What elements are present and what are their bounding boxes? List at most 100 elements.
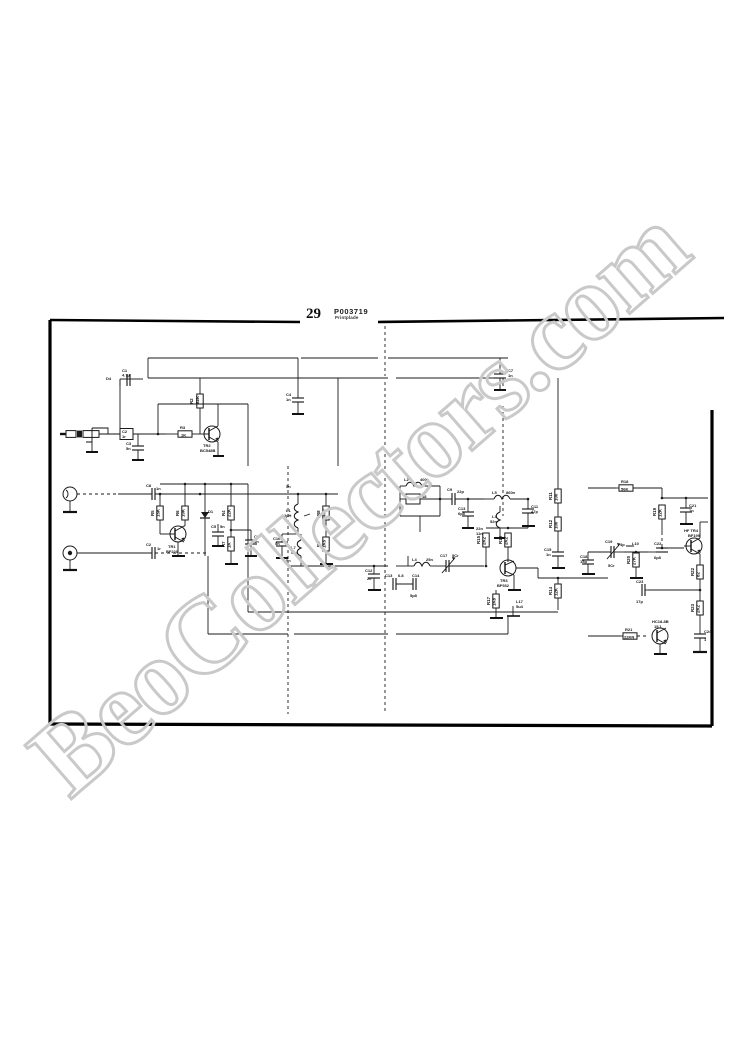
svg-text:1r: 1r	[157, 546, 161, 551]
svg-text:C8: C8	[146, 483, 152, 488]
svg-text:BC548B: BC548B	[200, 448, 215, 453]
sheet-frame	[48, 316, 725, 728]
svg-text:27K: 27K	[632, 556, 637, 565]
svg-text:C4: C4	[286, 392, 292, 397]
svg-text:400n: 400n	[420, 477, 430, 482]
svg-text:L1: L1	[286, 508, 291, 513]
svg-text:R12: R12	[548, 519, 553, 528]
svg-text:18: 18	[422, 494, 427, 499]
transistor-TR2: TR2 BC548B	[200, 411, 224, 457]
component-C2b: C2 1r	[146, 542, 208, 559]
svg-text:HF TR4: HF TR4	[684, 528, 699, 533]
svg-text:47p: 47p	[531, 509, 538, 514]
svg-text:C14: C14	[412, 573, 420, 578]
svg-text:C15: C15	[544, 547, 552, 552]
svg-text:R15: R15	[476, 535, 481, 544]
component-C4: C4 1n	[286, 378, 304, 415]
svg-text:C24: C24	[704, 629, 712, 634]
svg-text:C19: C19	[605, 539, 613, 544]
svg-text:R19: R19	[652, 507, 657, 516]
svg-text:C12: C12	[365, 568, 373, 573]
component-C6: C6 1n	[245, 530, 260, 557]
svg-text:15.1: 15.1	[654, 624, 663, 629]
page-number: 29	[306, 306, 321, 322]
connector-input-2[interactable]	[62, 486, 118, 514]
svg-text:R11: R11	[548, 492, 553, 500]
svg-text:C9: C9	[447, 487, 453, 492]
component-R8: R8 4K7	[316, 494, 330, 530]
svg-text:2µH: 2µH	[284, 513, 292, 518]
svg-text:C2: C2	[122, 429, 128, 434]
svg-text:1K: 1K	[227, 542, 232, 548]
component-C19-trimmer: C19 5Cr	[605, 539, 621, 568]
svg-text:C16: C16	[273, 536, 281, 541]
component-C21: C21 1n	[680, 498, 697, 525]
component-L1: L1 2µH	[284, 494, 311, 534]
transistor-TR3: TR3 BF932	[497, 558, 521, 591]
svg-text:860n: 860n	[506, 490, 516, 495]
svg-text:1n: 1n	[546, 552, 551, 557]
svg-text:L17: L17	[516, 599, 524, 604]
svg-text:R6: R6	[175, 510, 180, 516]
svg-text:1: 1	[704, 637, 707, 642]
svg-text:C11: C11	[531, 504, 539, 509]
svg-text:R18: R18	[621, 479, 629, 484]
svg-text:25n: 25n	[426, 557, 433, 562]
svg-text:5Cr: 5Cr	[608, 563, 615, 568]
svg-text:R2: R2	[189, 398, 194, 404]
component-R19: R19 12K	[652, 504, 666, 532]
svg-text:11n: 11n	[476, 531, 483, 536]
component-R15: R15 2K2 22n 11n	[476, 526, 490, 566]
component-R11: R11 100	[548, 486, 562, 514]
svg-text:2K2: 2K2	[696, 604, 701, 613]
component-C16: C16 5n	[273, 534, 288, 559]
svg-text:R22: R22	[690, 567, 695, 576]
svg-text:C3: C3	[126, 441, 132, 446]
component-R16: R16 2K2	[498, 532, 512, 558]
svg-text:5n: 5n	[286, 558, 291, 563]
component-L2: L2 400n	[400, 477, 440, 488]
svg-text:C8: C8	[408, 496, 414, 501]
component-R6: R6 10K	[175, 484, 189, 526]
svg-text:1n: 1n	[254, 539, 259, 544]
component-C12: C12 20	[365, 566, 381, 591]
svg-text:BF932: BF932	[497, 583, 510, 588]
schematic-sheet: 29 P003719 Printplade	[48, 306, 725, 730]
svg-text:C17: C17	[440, 553, 448, 558]
svg-text:52n: 52n	[490, 519, 497, 524]
svg-text:100: 100	[554, 521, 559, 529]
svg-text:1n: 1n	[156, 486, 161, 491]
svg-text:C23: C23	[636, 579, 644, 584]
connector-coax-antenna[interactable]	[60, 427, 120, 453]
svg-text:4.7µ: 4.7µ	[122, 373, 131, 378]
svg-text:4p: 4p	[620, 542, 625, 547]
svg-text:5u4: 5u4	[516, 604, 524, 609]
circuit-diagram: C1 4.7µ D4 C2 1r	[60, 326, 712, 714]
svg-text:C5: C5	[211, 524, 217, 529]
document-id: P003719	[334, 307, 369, 316]
component-L5: L5 860n	[484, 490, 528, 501]
svg-text:R4: R4	[221, 510, 226, 516]
component-C17: C17 5Cr	[440, 553, 484, 574]
component-C5: C5 5n	[211, 524, 225, 547]
svg-text:R5: R5	[150, 510, 155, 516]
component-R5: R5 15K	[150, 494, 164, 534]
svg-text:BF199: BF199	[688, 533, 701, 538]
svg-text:82: 82	[696, 572, 701, 577]
component-R22: R22 82	[690, 564, 704, 590]
svg-text:1n: 1n	[286, 397, 291, 402]
component-R12: R12 100	[548, 514, 562, 544]
component-R14: R14 12K	[548, 578, 562, 610]
component-R20: R20 27K	[626, 552, 643, 579]
svg-text:5p8: 5p8	[410, 593, 418, 598]
component-C7: C7 1n	[494, 358, 514, 391]
svg-text:BF220: BF220	[166, 549, 179, 554]
svg-text:D1: D1	[208, 509, 214, 514]
svg-text:C13: C13	[385, 573, 393, 578]
svg-text:22K: 22K	[227, 508, 232, 517]
connector-input-3[interactable]	[62, 545, 152, 572]
svg-text:C1: C1	[122, 368, 128, 373]
component-C13: C13 6p8	[458, 499, 474, 529]
svg-text:1K: 1K	[181, 433, 186, 438]
component-C15: C15 1n	[544, 544, 565, 569]
